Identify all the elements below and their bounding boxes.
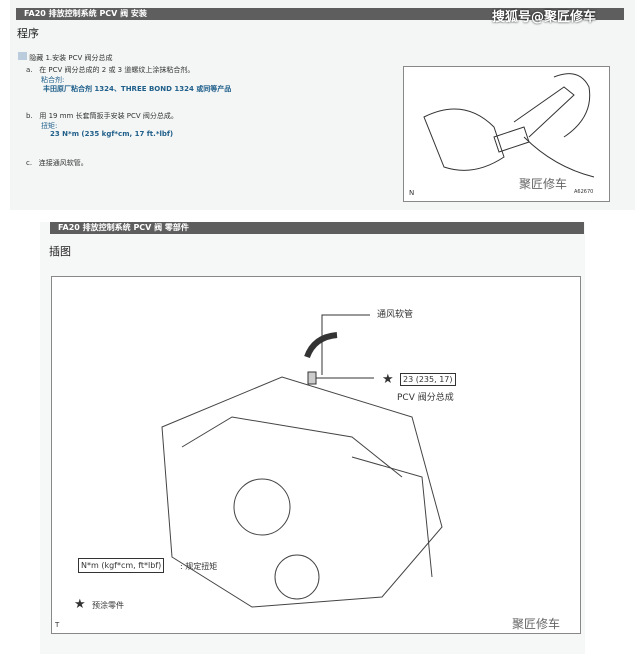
- components-figure: 通风软管 ★ 23 (235, 17) PCV 阀分总成 N*m (kgf*cm…: [51, 276, 581, 634]
- step-title: 隐藏 1.安装 PCV 阀分总成: [18, 52, 113, 63]
- figure-t: T: [55, 621, 60, 629]
- engine-illustration: [161, 314, 443, 608]
- watermark: 搜狐号@聚匠修车: [492, 10, 597, 25]
- star-icon: ★: [382, 372, 394, 387]
- torque-box: 23 (235, 17): [400, 373, 456, 386]
- legend-torque-box: N*m (kgf*cm, ft*lbf): [78, 558, 165, 573]
- hand-applying-adhesive-illustration: [423, 73, 595, 178]
- adhesive-label: 粘合剂:: [41, 76, 65, 84]
- legend-torque-desc: : 规定扭矩: [180, 562, 218, 571]
- step-a: a. 在 PCV 阀分总成的 2 或 3 道螺纹上涂抹粘合剂。: [26, 66, 195, 74]
- legend-star-icon: ★: [74, 597, 86, 612]
- adhesive-value: 丰田原厂粘合剂 1324、THREE BOND 1324 或同等产品: [43, 85, 232, 93]
- step-b: b. 用 19 mm 长套筒扳手安装 PCV 阀分总成。: [26, 112, 178, 120]
- illustration-title: 插图: [49, 245, 71, 258]
- section-header: FA20 排放控制系统 PCV 阀 安装: [16, 8, 624, 20]
- torque-value: 23 N*m (235 kgf*cm, 17 ft.*lbf): [50, 130, 174, 138]
- logo-2: 聚匠修车: [512, 617, 561, 631]
- section-header-2: FA20 排放控制系统 PCV 阀 零部件: [50, 222, 584, 234]
- torque-label: 扭矩:: [41, 122, 58, 130]
- hose-label: 通风软管: [377, 310, 414, 320]
- install-figure: N A62670 聚匠修车: [403, 66, 610, 202]
- step-c: c. 连接通风软管。: [26, 159, 88, 167]
- legend-star-desc: 预涂零件: [92, 601, 124, 610]
- figure-id: A62670: [574, 189, 594, 195]
- image-icon: [18, 52, 27, 60]
- valve-label: PCV 阀分总成: [397, 393, 454, 403]
- figure-n: N: [409, 189, 415, 197]
- logo: 聚匠修车: [519, 177, 568, 191]
- page-title: 程序: [17, 27, 39, 40]
